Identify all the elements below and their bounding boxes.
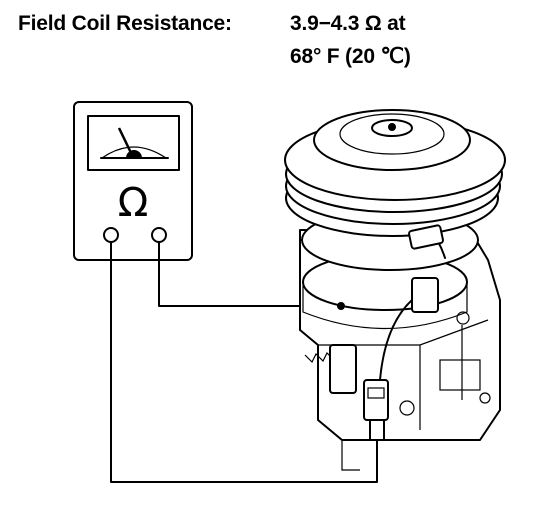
ohmmeter-icon: Ω [73, 101, 193, 261]
meter-terminal-left [103, 227, 119, 243]
spec-value-range: 3.9−4.3 Ω at [290, 12, 406, 35]
connector-bolt [456, 311, 470, 325]
meter-needle-pivot [126, 150, 142, 158]
field-coil-side [302, 282, 468, 330]
probe-pin-window [367, 387, 385, 399]
clutch-plate [313, 109, 471, 171]
test-lead-right [158, 241, 323, 307]
test-lead-left [110, 241, 378, 483]
meter-dial-window [87, 115, 180, 171]
probe-tip [369, 419, 385, 441]
field-coil-contact-point [337, 302, 345, 310]
housing-boss [439, 359, 481, 391]
meter-terminal-right [151, 227, 167, 243]
meter-scale-arc [101, 146, 167, 159]
spec-value-temperature: 68° F (20 ℃) [290, 45, 411, 68]
field-coil-lead-wire [379, 299, 413, 381]
bracket-left [329, 344, 357, 394]
ac-compressor-icon [284, 109, 506, 471]
meter-body [73, 101, 193, 261]
clutch-hub-nut [388, 123, 396, 131]
mount-bolt-side [479, 392, 491, 404]
housing-foot [341, 440, 360, 471]
field-coil-connector-icon [411, 277, 439, 313]
mount-bolt-front [399, 400, 415, 416]
spec-label: Field Coil Resistance: [18, 12, 232, 35]
harness-clip [408, 224, 444, 250]
clutch-plate-inner [339, 113, 445, 155]
ohm-symbol: Ω [118, 180, 149, 226]
probe-connector-body [363, 379, 389, 421]
